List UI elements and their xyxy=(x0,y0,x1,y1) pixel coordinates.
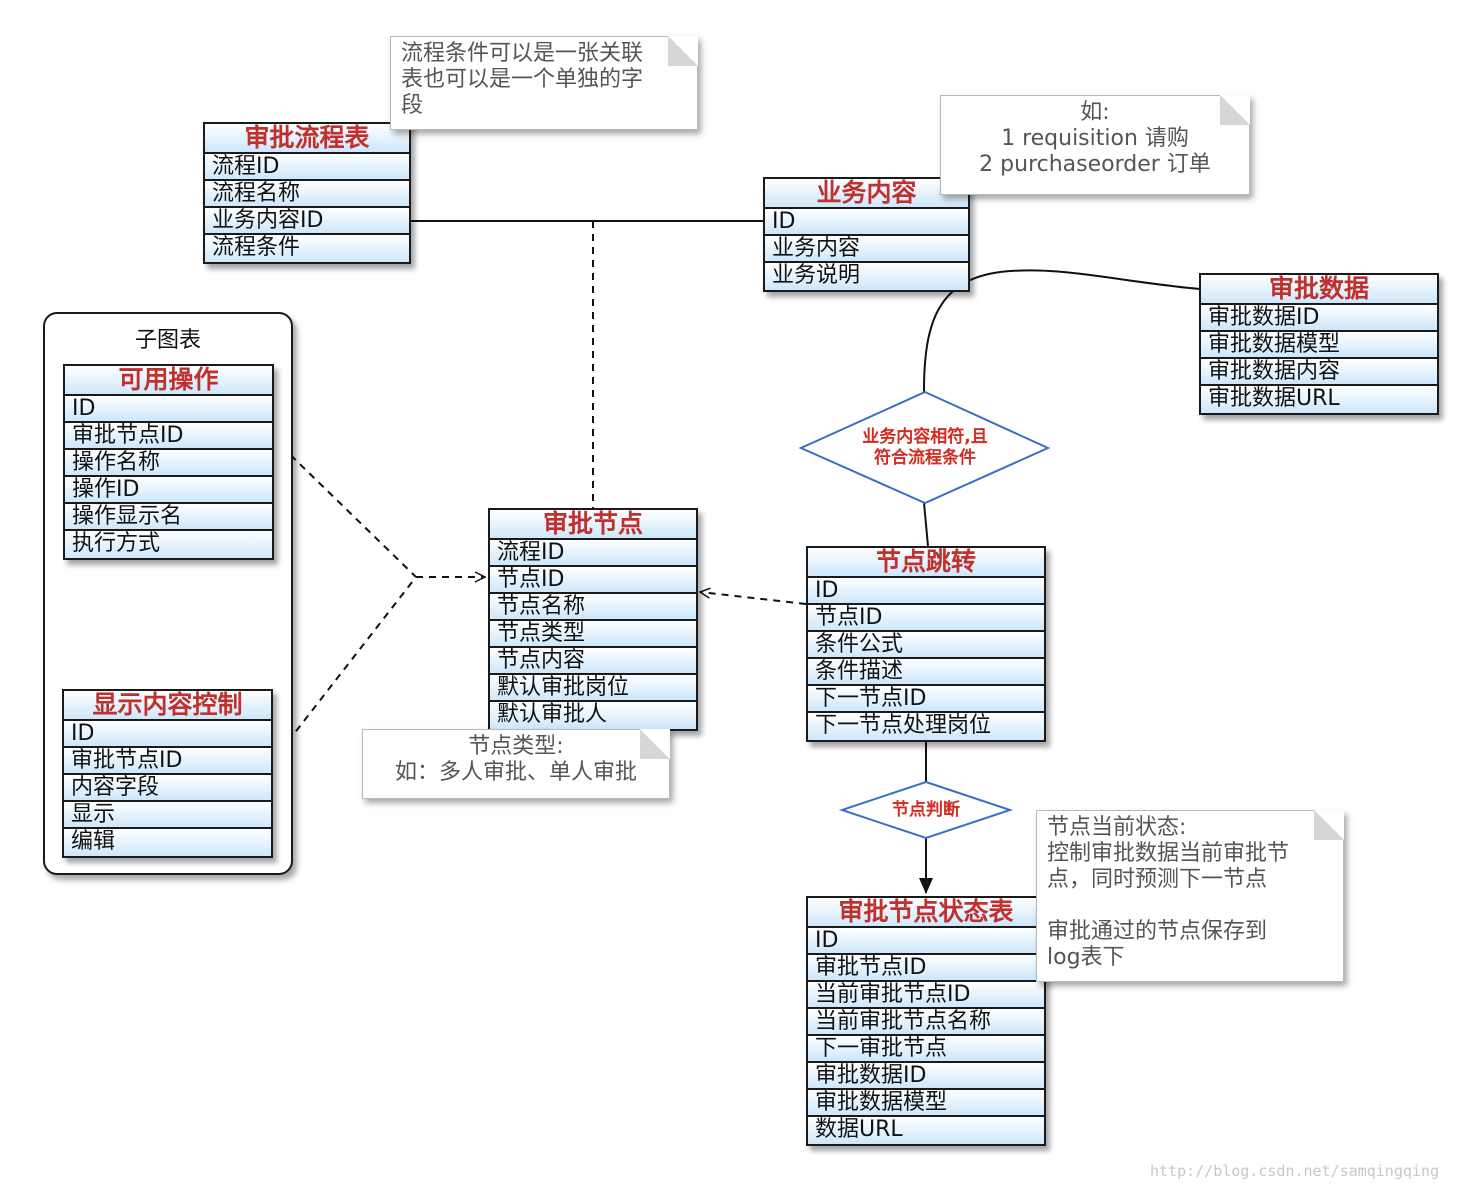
table-row: 节点名称 xyxy=(490,594,696,621)
table-row: 默认审批岗位 xyxy=(490,675,696,702)
note-line: 审批通过的节点保存到 xyxy=(1047,919,1268,944)
table-row: 业务说明 xyxy=(765,263,968,290)
note-node-type: 节点类型:如：多人审批、单人审批 xyxy=(362,729,670,799)
table-row: 下一审批节点 xyxy=(808,1036,1044,1063)
table-row: 下一节点ID xyxy=(808,686,1044,713)
watermark: http://blog.csdn.net/samqingqing xyxy=(1150,1162,1439,1180)
table-row: 流程名称 xyxy=(205,181,409,208)
table-row: 审批节点ID xyxy=(65,423,272,450)
table-row: 默认审批人 xyxy=(490,702,696,729)
decision-judge-label: 节点判断 xyxy=(846,800,1006,821)
link-display-node xyxy=(271,576,417,763)
table-row: 节点内容 xyxy=(490,648,696,675)
table-title: 节点跳转 xyxy=(808,548,1044,578)
note-line: 节点当前状态: xyxy=(1047,815,1187,840)
table-row: ID xyxy=(65,396,272,423)
note-line: 节点类型: xyxy=(468,734,564,759)
table-row: 审批数据URL xyxy=(1201,386,1437,413)
decision-label-line: 业务内容相符,且 xyxy=(862,427,988,447)
table-row: ID xyxy=(808,928,1044,955)
table-row: 执行方式 xyxy=(65,531,272,558)
table-row: 内容字段 xyxy=(64,775,271,802)
table-row: 节点ID xyxy=(490,567,696,594)
table-row: ID xyxy=(64,721,271,748)
table-row: 审批数据内容 xyxy=(1201,359,1437,386)
table-title: 可用操作 xyxy=(65,366,272,396)
table-row: 数据URL xyxy=(808,1117,1044,1144)
note-line: 控制审批数据当前审批节 xyxy=(1047,841,1290,866)
link-data-jump xyxy=(923,269,1201,547)
decision-label-line: 符合流程条件 xyxy=(874,448,976,468)
note-line: 段 xyxy=(401,93,424,118)
note-line: log表下 xyxy=(1047,945,1125,970)
note-line: 点，同时预测下一节点 xyxy=(1047,867,1268,892)
group-title: 子图表 xyxy=(134,328,201,353)
table-row: 审批数据模型 xyxy=(1201,332,1437,359)
table-row: 流程条件 xyxy=(205,235,409,262)
table-row: 审批节点ID xyxy=(64,748,271,775)
table-row: 当前审批节点名称 xyxy=(808,1009,1044,1036)
table-row: 审批数据ID xyxy=(808,1063,1044,1090)
table-row: 操作显示名 xyxy=(65,504,272,531)
table-row: 审批数据模型 xyxy=(808,1090,1044,1117)
note-line: 2 purchaseorder 订单 xyxy=(979,152,1211,177)
table-title: 审批数据 xyxy=(1201,275,1437,305)
decision-label-line: 节点判断 xyxy=(892,800,960,820)
table-row: 业务内容ID xyxy=(205,208,409,235)
table-row: ID xyxy=(808,578,1044,605)
table-row: 操作名称 xyxy=(65,450,272,477)
link-jump-node xyxy=(700,592,807,605)
note-line: 1 requisition 请购 xyxy=(1001,126,1189,151)
table-row: 节点类型 xyxy=(490,621,696,648)
table-row: 业务内容 xyxy=(765,236,968,263)
note-condition: 流程条件可以是一张关联表也可以是一个单独的字段 xyxy=(390,36,698,130)
note-line xyxy=(1047,893,1333,919)
table-row: 节点ID xyxy=(808,605,1044,632)
decision-match-shape xyxy=(798,390,1051,505)
link-operations-node xyxy=(271,436,417,578)
table-row: 下一节点处理岗位 xyxy=(808,713,1044,740)
note-line: 流程条件可以是一张关联 xyxy=(401,41,644,66)
table-row: 条件描述 xyxy=(808,659,1044,686)
decision-match-label: 业务内容相符,且符合流程条件 xyxy=(825,427,1025,469)
table-row: 编辑 xyxy=(64,829,271,856)
table-row: ID xyxy=(765,209,968,236)
table-title: 业务内容 xyxy=(765,179,968,209)
decision-judge-shape xyxy=(838,780,1014,840)
table-row: 显示 xyxy=(64,802,271,829)
table-row: 审批节点ID xyxy=(808,955,1044,982)
table-row: 操作ID xyxy=(65,477,272,504)
table-row: 当前审批节点ID xyxy=(808,982,1044,1009)
table-row: 流程ID xyxy=(490,540,696,567)
table-title: 显示内容控制 xyxy=(64,691,271,721)
note-line: 如: xyxy=(1080,100,1110,125)
table-title: 审批流程表 xyxy=(205,124,409,154)
note-line: 如：多人审批、单人审批 xyxy=(394,760,637,785)
note-line: 表也可以是一个单独的字 xyxy=(401,67,644,92)
table-title: 审批节点状态表 xyxy=(808,898,1044,928)
table-row: 条件公式 xyxy=(808,632,1044,659)
table-row: 流程ID xyxy=(205,154,409,181)
table-title: 审批节点 xyxy=(490,510,696,540)
table-row: 审批数据ID xyxy=(1201,305,1437,332)
